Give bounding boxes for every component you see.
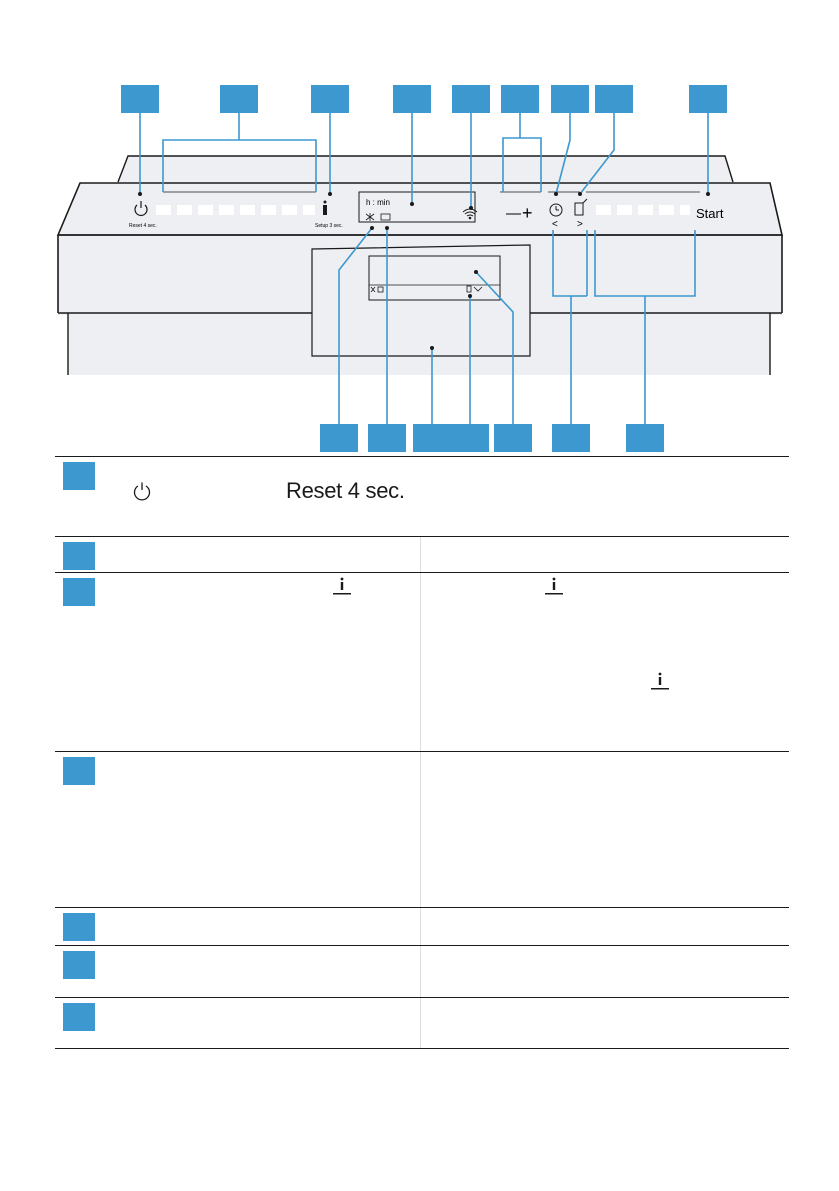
row-marker: [63, 1003, 95, 1031]
lower-display-icons-right: [466, 285, 483, 293]
prev-arrow[interactable]: <: [552, 219, 558, 230]
table-rule: [55, 1048, 789, 1049]
column-divider: [420, 752, 421, 907]
table-rule: [55, 751, 789, 752]
next-arrow[interactable]: >: [577, 219, 583, 230]
info-icon: [333, 577, 351, 595]
callout-marker: [552, 424, 590, 452]
leader-dots: [138, 192, 710, 350]
callout-marker: [311, 85, 349, 113]
info-icon: [323, 200, 327, 215]
time-display: [358, 191, 476, 223]
row-marker: [63, 462, 95, 490]
column-divider: [420, 537, 421, 572]
row-marker: [63, 757, 95, 785]
info-icon: [651, 672, 669, 690]
column-divider: [420, 946, 421, 997]
callout-marker: [413, 424, 451, 452]
table-rule: [55, 997, 789, 998]
start-button[interactable]: Start: [696, 206, 724, 221]
callout-marker: [451, 424, 489, 452]
column-divider: [420, 998, 421, 1048]
rinse-aid-icon: [365, 213, 375, 221]
callout-marker: [220, 85, 258, 113]
time-format-label: h : min: [366, 198, 390, 207]
option-buttons: [596, 205, 690, 215]
plus-button[interactable]: +: [522, 203, 533, 223]
program-buttons: [156, 205, 315, 215]
minus-button[interactable]: —: [506, 205, 521, 222]
row-marker: [63, 578, 95, 606]
wifi-icon: [462, 208, 478, 220]
column-divider: [420, 908, 421, 945]
callout-marker: [320, 424, 358, 452]
timer-icon: [549, 203, 563, 217]
reset-text: Reset 4 sec.: [286, 478, 405, 503]
table-rule: [55, 572, 789, 573]
lower-display-icons-left: [370, 286, 384, 293]
callout-marker: [689, 85, 727, 113]
table-rule: [55, 456, 789, 457]
row-marker: [63, 913, 95, 941]
callout-marker: [551, 85, 589, 113]
callout-marker: [501, 85, 539, 113]
callout-marker: [368, 424, 406, 452]
info-icon: [545, 577, 563, 595]
table-rule: [55, 907, 789, 908]
appliance-body: [56, 155, 784, 375]
callout-marker: [121, 85, 159, 113]
salt-icon: [380, 213, 391, 221]
callout-marker: [626, 424, 664, 452]
setup-label: Setup 3 sec.: [315, 223, 343, 229]
callout-marker: [452, 85, 490, 113]
callout-marker: [595, 85, 633, 113]
door-open-icon: [574, 198, 588, 216]
table-rule: [55, 536, 789, 537]
row-marker: [63, 542, 95, 570]
callout-marker: [393, 85, 431, 113]
leader-lines: [139, 112, 709, 424]
power-icon: [133, 482, 151, 501]
power-icon: [134, 201, 148, 216]
table-rule: [55, 945, 789, 946]
callout-marker: [494, 424, 532, 452]
reset-label: Reset 4 sec.: [129, 223, 157, 229]
row-marker: [63, 951, 95, 979]
control-panel-figure: h : min Reset 4 sec. Setup 3 sec. — + < …: [56, 112, 784, 424]
column-divider: [420, 573, 421, 751]
